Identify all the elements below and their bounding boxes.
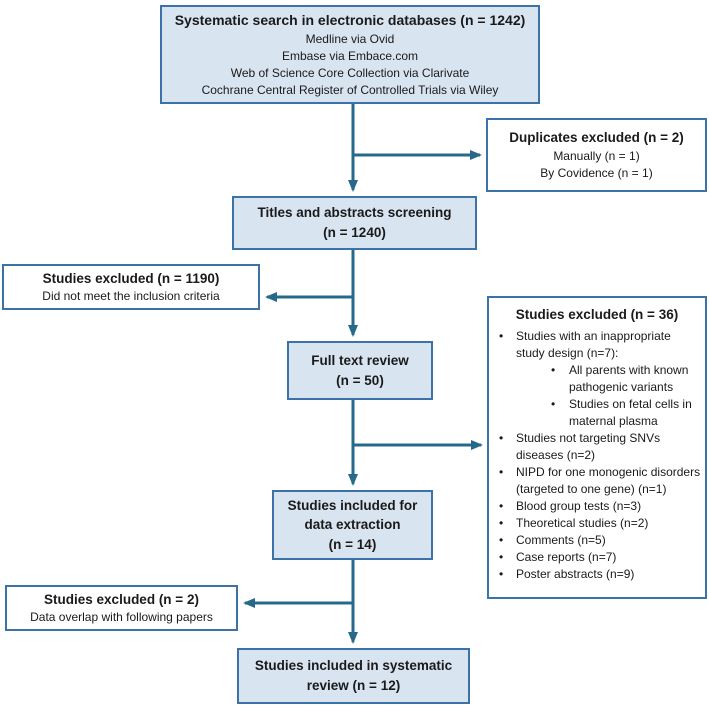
included-title-line1: Studies included in systematic <box>254 658 453 674</box>
screening-box: Titles and abstracts screening (n = 1240… <box>232 196 477 250</box>
list-item: Comments (n=5) <box>489 532 705 549</box>
excluded-overlap-box: Studies excluded (n = 2) Data overlap wi… <box>5 585 238 631</box>
full-text-title-line1: Full text review <box>311 352 409 368</box>
database-web-of-science: Web of Science Core Collection via Clari… <box>230 66 470 80</box>
list-item: Studies not targeting SNVs diseases (n=2… <box>489 430 705 464</box>
data-extraction-box: Studies included for data extraction (n … <box>272 490 433 560</box>
list-item: Poster abstracts (n=9) <box>489 566 705 583</box>
exclusion-reason-list: Studies with an inappropriate study desi… <box>489 328 705 584</box>
duplicates-manually: Manually (n = 1) <box>553 148 640 163</box>
data-extraction-title-line1: Studies included for <box>287 497 418 513</box>
duplicates-covidence: By Covidence (n = 1) <box>540 165 653 180</box>
list-item: All parents with known pathogenic varian… <box>489 362 705 396</box>
included-review-box: Studies included in systematic review (n… <box>237 648 470 704</box>
database-medline: Medline via Ovid <box>305 31 395 46</box>
list-item: Studies with an inappropriate study desi… <box>489 328 705 362</box>
data-extraction-title-line2: data extraction <box>304 517 401 533</box>
systematic-search-box: Systematic search in electronic database… <box>160 5 540 104</box>
systematic-search-title: Systematic search in electronic database… <box>174 11 526 28</box>
full-text-title-line2: (n = 50) <box>336 372 384 388</box>
excluded-screening-box: Studies excluded (n = 1190) Did not meet… <box>2 264 260 310</box>
list-item: NIPD for one monogenic disorders (target… <box>489 464 705 498</box>
excluded-screening-reason: Did not meet the inclusion criteria <box>42 289 220 304</box>
screening-title-line1: Titles and abstracts screening <box>257 205 452 221</box>
list-item: Theoretical studies (n=2) <box>489 515 705 532</box>
excluded-full-text-title: Studies excluded (n = 36) <box>515 307 679 322</box>
data-extraction-title-line3: (n = 14) <box>328 536 377 552</box>
excluded-screening-title: Studies excluded (n = 1190) <box>42 270 220 286</box>
included-title-line2: review (n = 12) <box>306 678 401 693</box>
database-embase: Embase via Embace.com <box>281 48 419 63</box>
excluded-overlap-title: Studies excluded (n = 2) <box>44 591 199 607</box>
list-item: Studies on fetal cells in maternal plasm… <box>489 396 705 430</box>
duplicates-excluded-box: Duplicates excluded (n = 2) Manually (n … <box>486 118 707 192</box>
full-text-review-box: Full text review (n = 50) <box>287 341 433 400</box>
list-item: Case reports (n=7) <box>489 549 705 566</box>
list-item: Blood group tests (n=3) <box>489 498 705 515</box>
screening-title-line2: (n = 1240) <box>323 225 386 240</box>
database-cochrane: Cochrane Central Register of Controlled … <box>201 83 499 98</box>
duplicates-excluded-title: Duplicates excluded (n = 2) <box>509 130 684 146</box>
excluded-overlap-reason: Data overlap with following papers <box>30 610 213 625</box>
excluded-full-text-box: Studies excluded (n = 36) Studies with a… <box>487 296 707 599</box>
